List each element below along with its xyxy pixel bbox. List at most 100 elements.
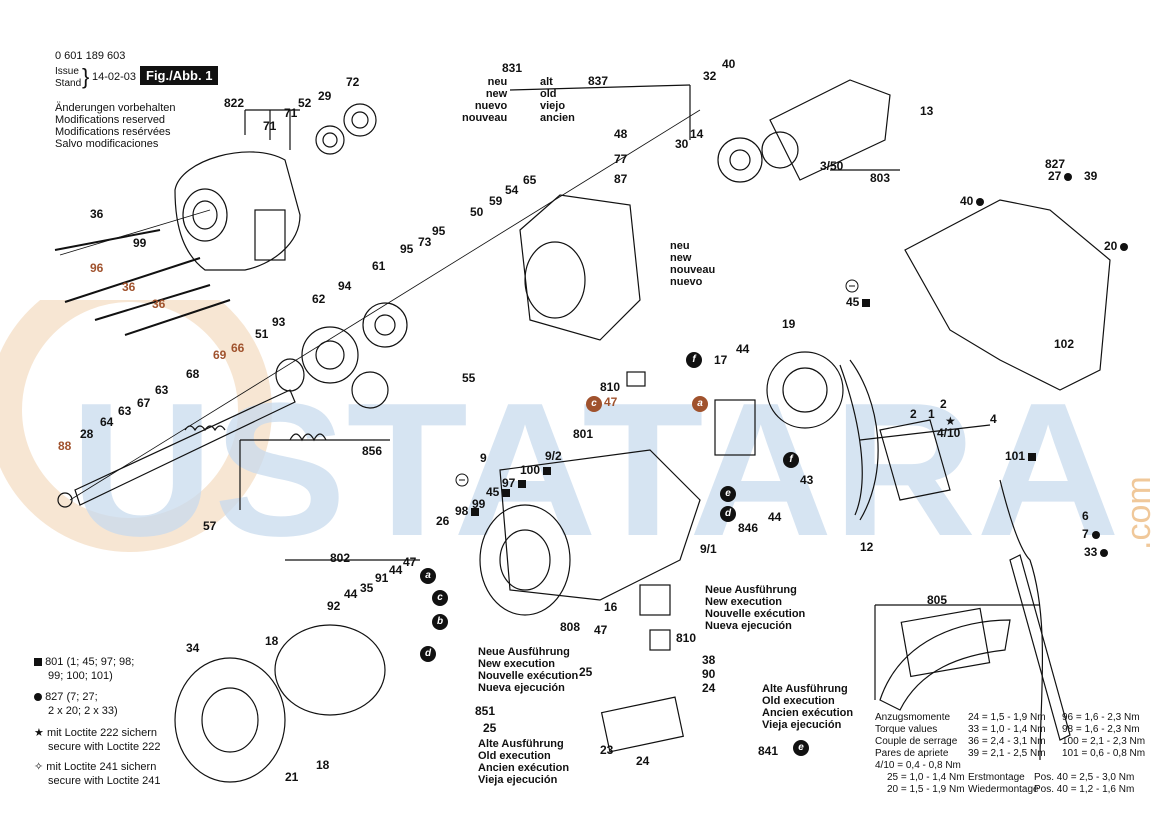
- part-label-44: 44: [344, 587, 358, 601]
- part-label-29: 29: [318, 89, 332, 103]
- square-icon: [1028, 452, 1037, 461]
- part-label-25: 25: [579, 665, 593, 679]
- part-label-841: 841: [758, 744, 779, 758]
- part-label-77: 77: [614, 152, 628, 166]
- part-label-20: 20: [1104, 240, 1129, 252]
- part-label-30: 30: [675, 137, 689, 151]
- part-label-13: 13: [920, 104, 934, 118]
- part-label-9-1: 9/1: [700, 542, 717, 556]
- changes-notice-en: Modifications reserved: [55, 114, 166, 126]
- part-label-827: 827: [1045, 157, 1066, 171]
- part-label-837: 837: [588, 74, 609, 88]
- part-label-62: 62: [312, 292, 326, 306]
- part-label-18: 18: [265, 634, 279, 648]
- part-label-822: 822: [224, 96, 245, 110]
- neu-label: neu new nuevo nouveau: [462, 76, 508, 124]
- part-label-99: 99: [472, 497, 486, 511]
- marker-c: c: [432, 590, 448, 606]
- marker-e-2: e: [793, 740, 809, 756]
- part-label-39: 39: [1084, 169, 1098, 183]
- part-label-87: 87: [614, 172, 628, 186]
- marker-c-2: c: [586, 396, 602, 412]
- part-label-57: 57: [203, 519, 217, 533]
- part-label-71: 71: [284, 106, 298, 120]
- part-label-47: 47: [403, 555, 417, 569]
- part-label-4-10: 4/10★: [937, 414, 961, 440]
- dot-icon: [34, 693, 42, 702]
- part-label-7: 7: [1082, 528, 1100, 540]
- dot-icon: [1120, 242, 1129, 251]
- part-label-44: 44: [389, 563, 403, 577]
- part-label-45: 45: [846, 296, 871, 308]
- part-label-67: 67: [137, 396, 151, 410]
- part-label-26: 26: [436, 514, 450, 528]
- part-label-48: 48: [614, 127, 628, 141]
- part-label-50: 50: [470, 205, 484, 219]
- part-label-65: 65: [523, 173, 537, 187]
- part-label-61: 61: [372, 259, 386, 273]
- part-label-805: 805: [927, 593, 948, 607]
- part-label-68: 68: [186, 367, 200, 381]
- part-label-95: 95: [432, 224, 446, 238]
- part-label-24: 24: [702, 681, 716, 695]
- issue-date: 14-02-03: [92, 71, 137, 83]
- part-label-846: 846: [738, 521, 759, 535]
- part-label-100: 100: [520, 464, 552, 476]
- part-label-44: 44: [736, 342, 750, 356]
- part-label-802: 802: [330, 551, 351, 565]
- part-label-93: 93: [272, 315, 286, 329]
- part-label-1: 1: [928, 407, 935, 421]
- part-label-35: 35: [360, 581, 374, 595]
- part-label-54: 54: [505, 183, 519, 197]
- part-label-38: 38: [702, 653, 716, 667]
- changes-notice-fr: Modifications resérvées: [55, 126, 171, 138]
- part-label-45: 45: [486, 486, 511, 498]
- part-label-94: 94: [338, 279, 352, 293]
- part-label-63: 63: [118, 404, 132, 418]
- part-label-3-50: 3/50: [820, 159, 844, 173]
- part-label-101: 101: [1005, 450, 1037, 462]
- marker-e: e: [720, 486, 736, 502]
- old-execution-block-2: Alte Ausführung Old execution Ancien exé…: [478, 738, 570, 786]
- part-number: 0 601 189 603: [55, 50, 126, 62]
- part-label-95: 95: [400, 242, 414, 256]
- part-label-19: 19: [782, 317, 796, 331]
- part-label-88: 88: [58, 439, 72, 453]
- part-label-40: 40: [960, 195, 985, 207]
- part-label-2: 2: [940, 397, 947, 411]
- part-label-90: 90: [702, 667, 716, 681]
- hollow-star-icon: ✧: [34, 761, 44, 773]
- star-icon: ★: [945, 414, 956, 428]
- old-execution-block-1: Alte Ausführung Old execution Ancien exé…: [762, 683, 854, 731]
- part-label-4: 4: [990, 412, 997, 426]
- part-label-27: 27: [1048, 170, 1073, 182]
- part-label-64: 64: [100, 415, 114, 429]
- dot-icon: [1064, 172, 1073, 181]
- part-label-32: 32: [703, 69, 717, 83]
- part-label-34: 34: [186, 641, 200, 655]
- part-label-47: 47: [604, 395, 618, 409]
- marker-a-2: a: [692, 396, 708, 412]
- legend-star: ★ mit Loctite 222 sichern secure with Lo…: [34, 727, 161, 753]
- alt-label: alt old viejo ancien: [540, 76, 575, 124]
- square-icon: [862, 298, 871, 307]
- part-label-831: 831: [502, 61, 523, 75]
- part-label-36: 36: [152, 297, 166, 311]
- part-label-36: 36: [90, 207, 104, 221]
- part-label-98: 98: [455, 505, 480, 517]
- part-label-17: 17: [714, 353, 728, 367]
- part-label-23: 23: [600, 743, 614, 757]
- part-label-21: 21: [285, 770, 299, 784]
- marker-f: f: [686, 352, 702, 368]
- part-label-9: 9: [480, 451, 487, 465]
- marker-a: a: [420, 568, 436, 584]
- stand-label: Stand: [55, 78, 82, 89]
- part-label-12: 12: [860, 540, 874, 554]
- part-label-28: 28: [80, 427, 94, 441]
- part-label-52: 52: [298, 96, 312, 110]
- part-label-808: 808: [560, 620, 581, 634]
- dot-icon: [976, 197, 985, 206]
- part-label-2: 2: [910, 407, 917, 421]
